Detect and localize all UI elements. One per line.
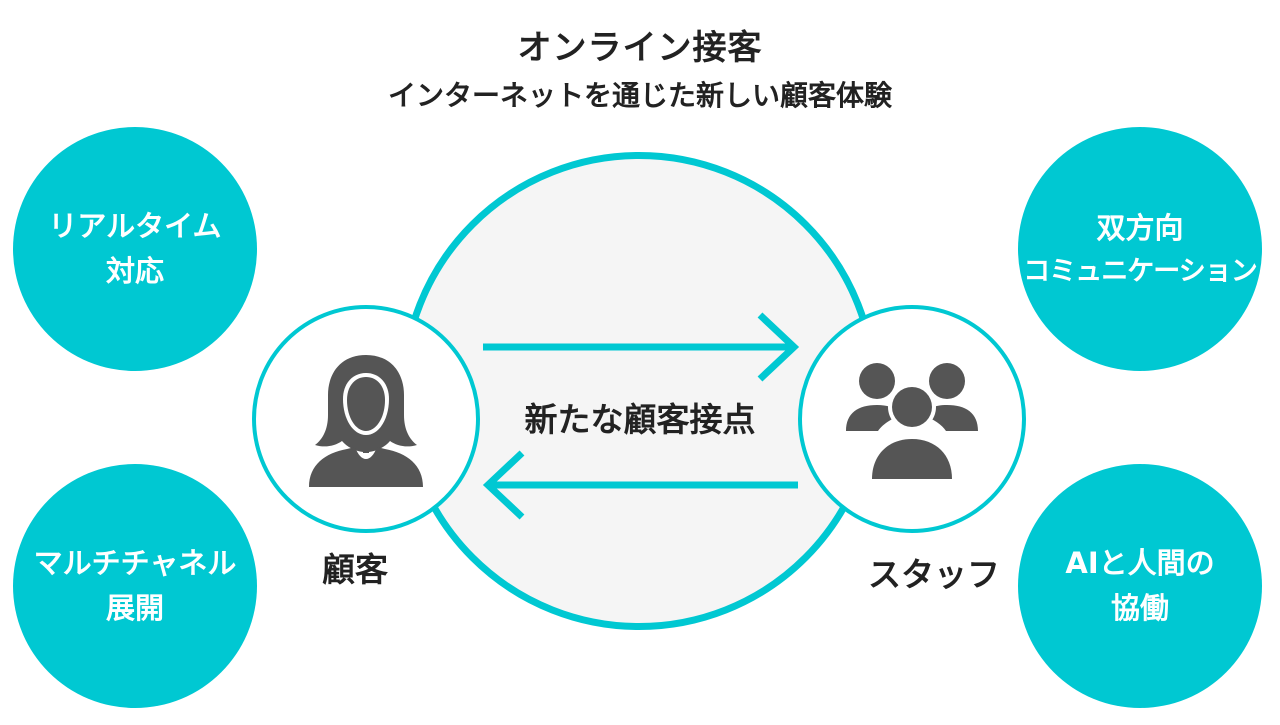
feature-ai-human-line-2: 協働 xyxy=(1110,591,1169,625)
feature-two-way-line-1: 双方向 xyxy=(1096,210,1184,245)
arrow-left xyxy=(482,450,798,520)
arrow-right xyxy=(483,312,800,382)
feature-realtime-line-2: 対応 xyxy=(105,254,164,288)
feature-multichannel-line-1: マルチチャネル xyxy=(33,546,237,581)
feature-ai-human: AIと人間の 協働 xyxy=(1018,464,1262,708)
feature-realtime: リアルタイム 対応 xyxy=(13,127,257,371)
diagram-title: オンライン接客 xyxy=(517,28,763,68)
staff-label: スタッフ xyxy=(868,555,1000,594)
group-icon xyxy=(846,363,978,479)
person-icon xyxy=(309,355,423,487)
staff-node xyxy=(798,305,1026,533)
feature-two-way-line-2: コミュニケーション xyxy=(1023,255,1257,287)
feature-multichannel: マルチチャネル 展開 xyxy=(13,464,257,708)
feature-two-way: 双方向 コミュニケーション xyxy=(1018,127,1262,371)
customer-node xyxy=(252,305,480,533)
feature-multichannel-line-2: 展開 xyxy=(105,591,164,625)
feature-ai-human-line-1: AIと人間の xyxy=(1065,546,1215,581)
hub-circle xyxy=(400,152,878,630)
feature-realtime-line-1: リアルタイム xyxy=(48,209,222,244)
diagram-subtitle: インターネットを通じた新しい顧客体験 xyxy=(387,79,892,112)
customer-label: 顧客 xyxy=(322,550,388,589)
center-label: 新たな顧客接点 xyxy=(524,400,756,439)
